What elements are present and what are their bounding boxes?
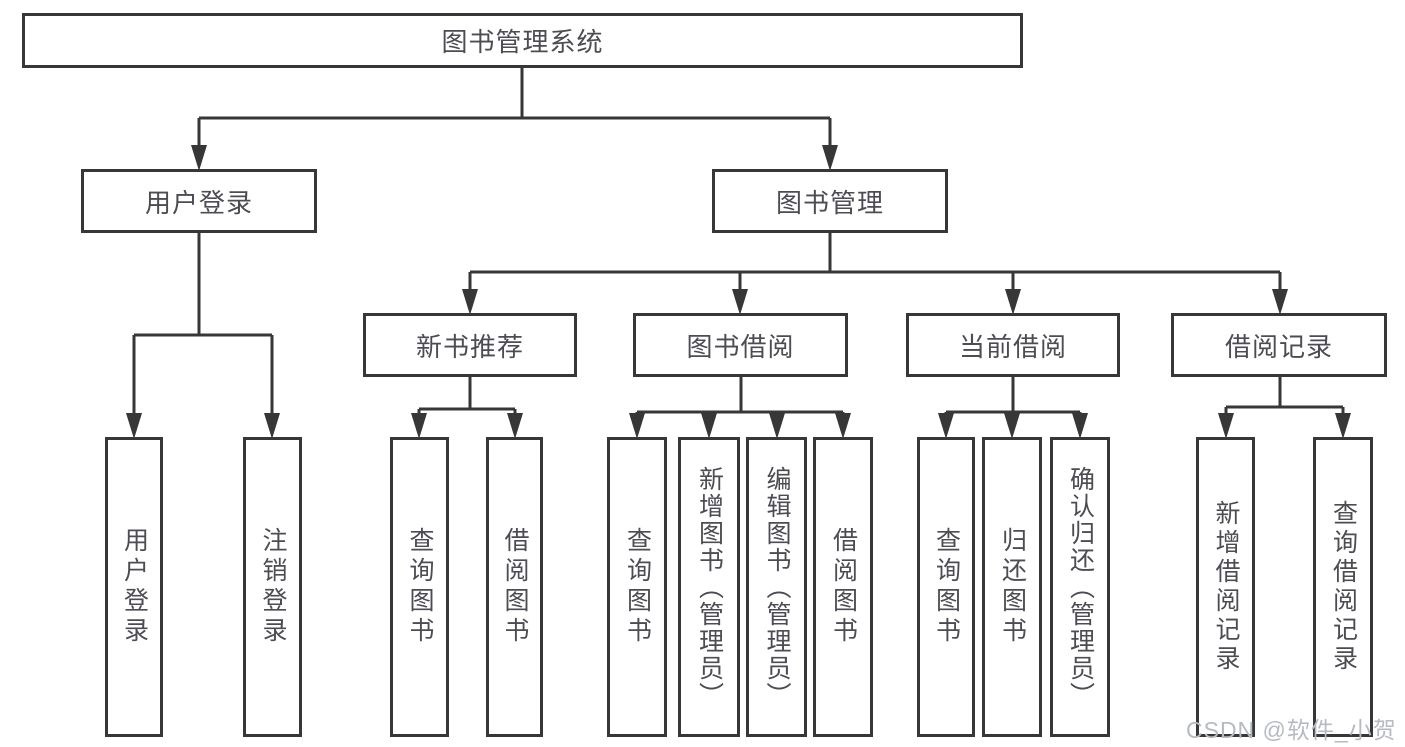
node-borrow-records: 借阅记录 bbox=[1171, 313, 1387, 377]
leaf-recommend-query-books: 查询图书 bbox=[390, 437, 449, 737]
leaf-logout-login: 注销登录 bbox=[243, 437, 302, 737]
connector-arrowheads bbox=[126, 145, 1351, 439]
leaf-current-confirm-return-admin: 确认归还（管理员） bbox=[1050, 437, 1110, 737]
leaf-borrow-borrow-books: 借阅图书 bbox=[813, 437, 873, 737]
leaf-records-query-record: 查询借阅记录 bbox=[1313, 437, 1373, 737]
node-new-book-recommend: 新书推荐 bbox=[363, 313, 577, 377]
leaf-borrow-edit-books-admin: 编辑图书（管理员） bbox=[746, 437, 807, 737]
connector-segments bbox=[132, 68, 1345, 415]
leaf-borrow-add-books-admin: 新增图书（管理员） bbox=[678, 437, 740, 737]
leaf-current-return-books: 归还图书 bbox=[982, 437, 1042, 737]
node-current-borrow: 当前借阅 bbox=[906, 313, 1120, 377]
leaf-records-add-record: 新增借阅记录 bbox=[1196, 437, 1255, 737]
leaf-borrow-query-books: 查询图书 bbox=[607, 437, 667, 737]
node-book-borrow: 图书借阅 bbox=[633, 313, 848, 377]
leaf-recommend-borrow-books: 借阅图书 bbox=[486, 437, 543, 737]
leaf-user-login: 用户登录 bbox=[105, 437, 163, 737]
node-book-management-system: 图书管理系统 bbox=[22, 13, 1023, 68]
node-user-login: 用户登录 bbox=[81, 169, 317, 233]
node-book-management: 图书管理 bbox=[712, 169, 948, 233]
leaf-current-query-books: 查询图书 bbox=[917, 437, 975, 737]
